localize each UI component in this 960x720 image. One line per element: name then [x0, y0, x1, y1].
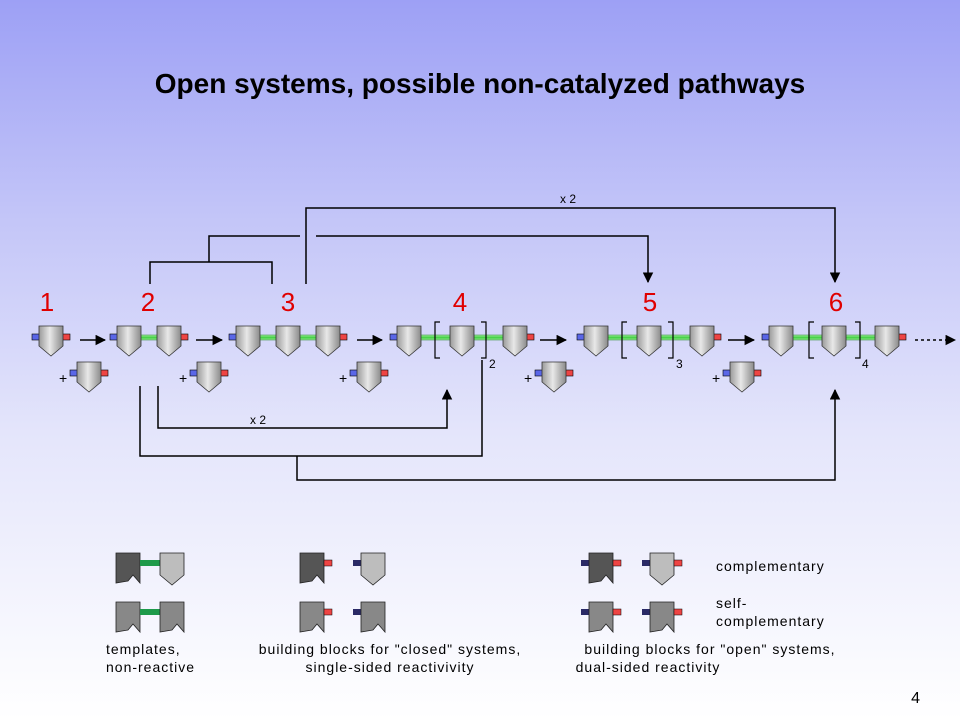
plus-sign: +: [179, 370, 187, 386]
plus-sign: +: [59, 370, 67, 386]
stage-number-2: 2: [141, 287, 155, 317]
molecule-stage-1: [31, 325, 71, 357]
molecule-stage-3: [228, 325, 348, 357]
added-monomer-3: +: [339, 361, 389, 393]
molecule-stage-4: 2: [389, 321, 535, 371]
added-monomer-5: +: [712, 361, 762, 393]
stage-number-1: 1: [40, 287, 54, 317]
bracket-count-4: 4: [862, 357, 869, 371]
legend-templates-line1: templates,: [106, 641, 181, 657]
bracket-count-3: 3: [676, 357, 683, 371]
molecule-stage-6: 4: [761, 321, 907, 371]
legend-closed-line2: single-sided reactivivity: [306, 659, 475, 675]
stage-numbers: 1 2 3 4 5 6: [40, 287, 843, 317]
bracket-count-2: 2: [489, 357, 496, 371]
legend-complementary: complementary: [716, 558, 825, 574]
multiplier-top: x 2: [560, 192, 576, 206]
molecule-stage-2: [109, 325, 189, 357]
molecule-stage-5: 3: [576, 321, 722, 371]
top-connectors: [149, 207, 841, 284]
legend-templates: templates, non-reactive: [106, 552, 195, 675]
legend-self-complementary-line1: self-: [716, 595, 747, 611]
page-number: 4: [911, 690, 920, 707]
plus-sign: +: [712, 370, 720, 386]
legend-self-complementary-line2: complementary: [716, 613, 825, 629]
stage-number-6: 6: [829, 287, 843, 317]
multiplier-bottom: x 2: [250, 413, 266, 427]
legend-closed: building blocks for "closed" systems, si…: [259, 552, 521, 675]
added-monomer-2: +: [179, 361, 229, 393]
stage-number-3: 3: [281, 287, 295, 317]
added-monomer-4: +: [524, 361, 574, 393]
plus-sign: +: [339, 370, 347, 386]
plus-sign: +: [524, 370, 532, 386]
legend-closed-line1: building blocks for "closed" systems,: [259, 641, 521, 657]
bottom-connectors: [139, 360, 841, 481]
added-monomer-1: +: [59, 361, 109, 393]
stage-number-5: 5: [643, 287, 657, 317]
stage-number-4: 4: [453, 287, 467, 317]
slide-title: Open systems, possible non-catalyzed pat…: [154, 68, 806, 99]
legend-labels: complementary self- complementary: [716, 558, 825, 629]
legend-open-line2: dual-sided reactivity: [576, 659, 721, 675]
legend-open-line1: building blocks for "open" systems,: [584, 641, 835, 657]
legend-templates-line2: non-reactive: [106, 659, 195, 675]
added-monomers: + + + +: [59, 361, 762, 393]
legend-open: building blocks for "open" systems, dual…: [576, 552, 835, 675]
